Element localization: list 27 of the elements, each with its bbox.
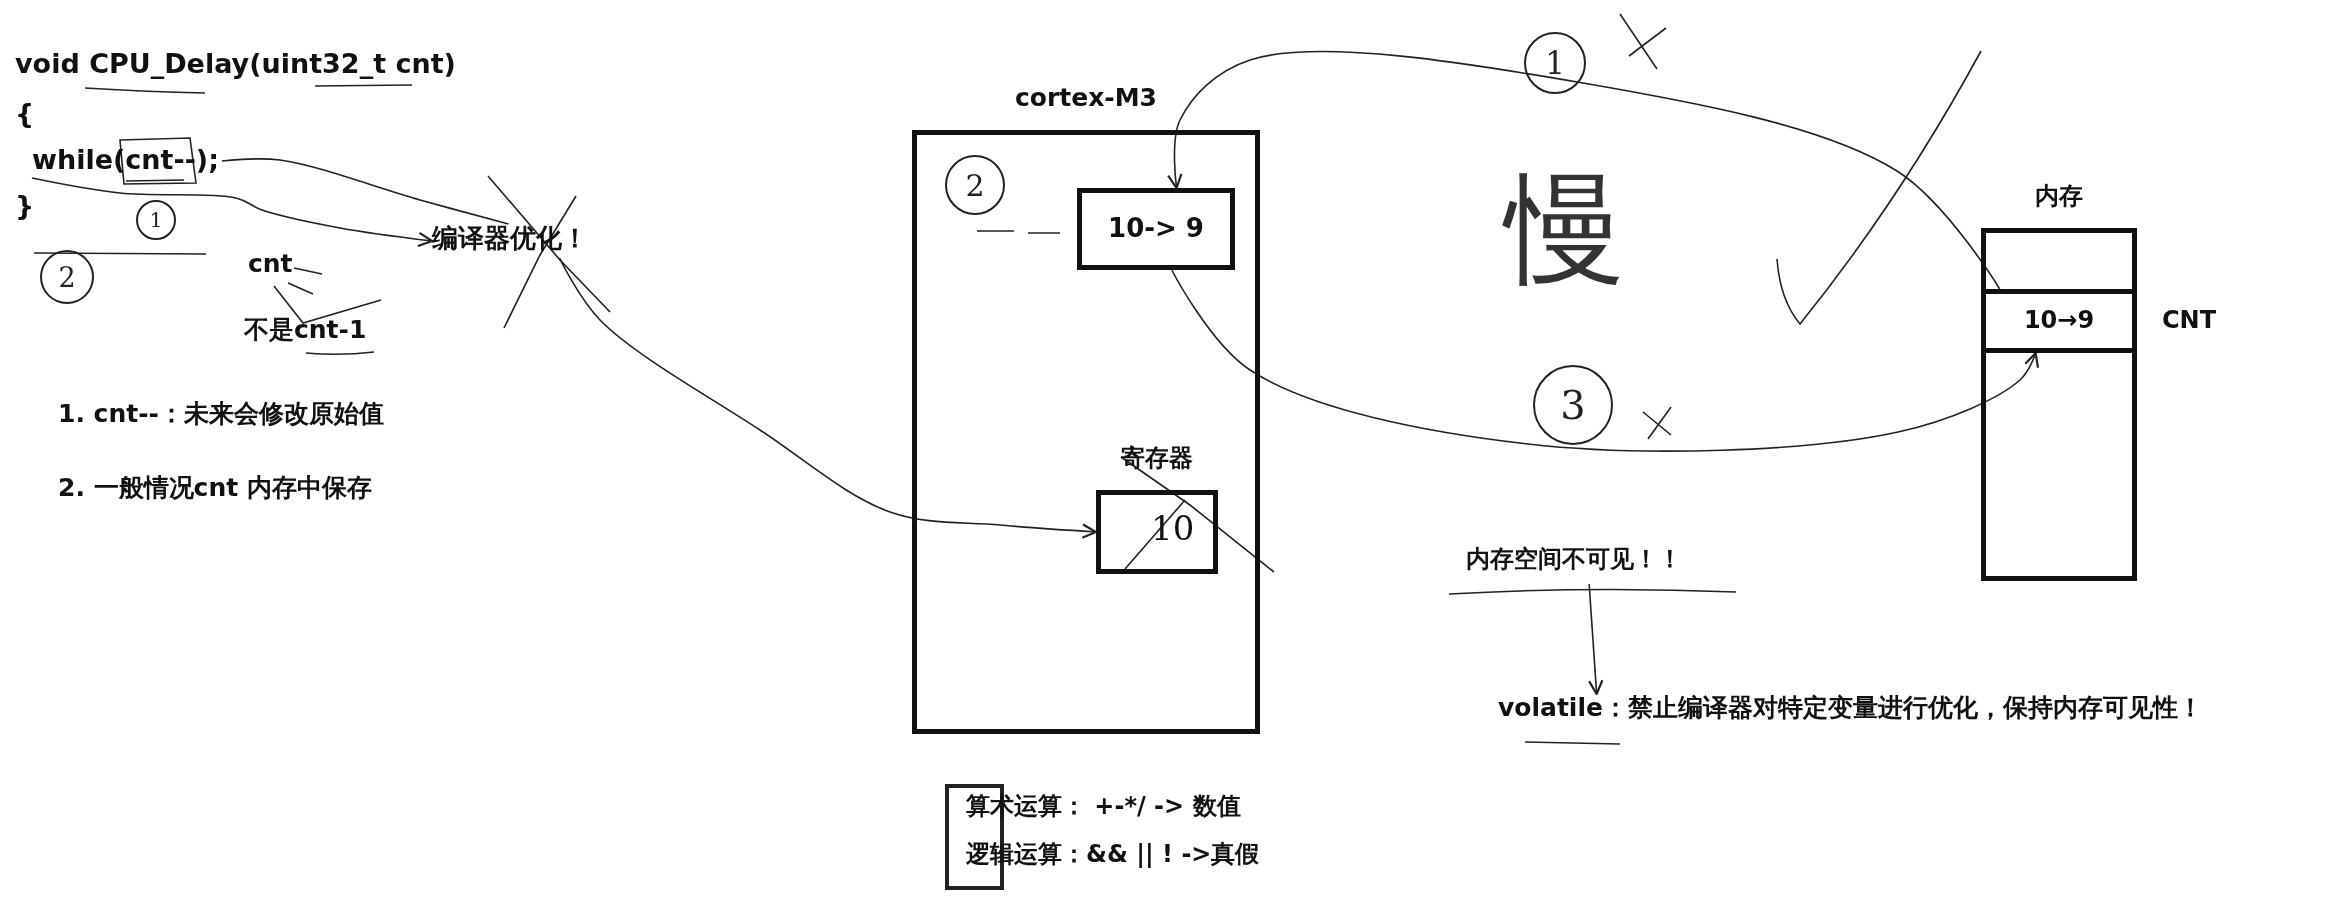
circled-number: 1 <box>1524 32 1586 94</box>
circled-number: 2 <box>40 250 94 304</box>
value-text: 10→9 <box>2023 307 2095 335</box>
arrow <box>1167 50 2001 290</box>
code-line: { <box>15 98 35 130</box>
note-text: volatile：禁止编译器对特定变量进行优化，保持内存可见性！ <box>1498 694 2203 732</box>
annotation-text: 不是cnt-1 <box>244 316 367 345</box>
note-text: 1. cnt--：未来会修改原始值 <box>58 400 384 429</box>
note-text: 2. 一般情况cnt 内存中保存 <box>58 474 372 503</box>
box-heading: 内存 <box>2035 183 2083 211</box>
annotation-text: cnt <box>248 250 293 279</box>
box-heading: 寄存器 <box>1121 445 1193 473</box>
arrow <box>558 257 1098 539</box>
value-box <box>1077 188 1235 270</box>
note-text: 内存空间不可见！！ <box>1466 546 1682 584</box>
box-heading: cortex-M3 <box>1015 84 1157 113</box>
circled-number: 1 <box>136 200 176 240</box>
arrow <box>1588 583 1604 696</box>
circled-number: 3 <box>1533 365 1613 445</box>
code-line: void CPU_Delay(uint32_t cnt) <box>15 48 456 80</box>
handwritten-value: 10 <box>1151 509 1195 549</box>
circled-number: 2 <box>945 155 1005 215</box>
code-line: } <box>15 190 35 222</box>
arrow <box>1171 269 2039 452</box>
value-text: 10-> 9 <box>1108 214 1204 244</box>
arrow <box>31 177 434 248</box>
cell-label: CNT <box>2162 306 2217 335</box>
